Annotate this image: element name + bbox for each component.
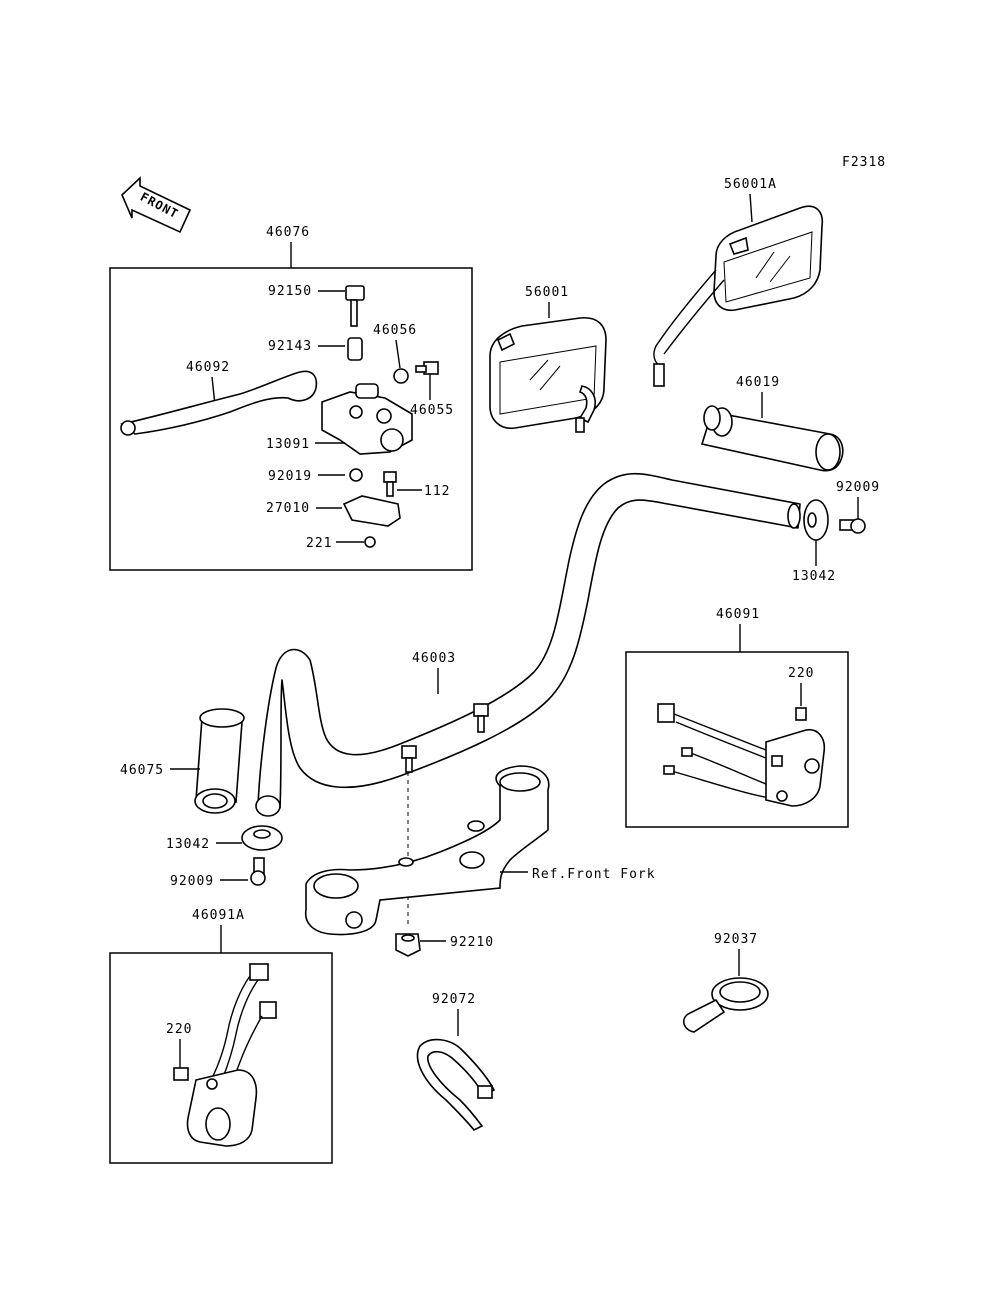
part-92210-label: 92210 — [450, 935, 494, 950]
clamp-band-92072 — [416, 1038, 496, 1132]
figure-id: F2318 — [842, 155, 886, 170]
part-46055-label: 46055 — [410, 403, 454, 418]
part-46091-label: 46091 — [716, 607, 760, 622]
part-46003-label: 46003 — [412, 651, 456, 666]
upper-fork-bracket — [304, 765, 550, 936]
part-46056-label: 46056 — [373, 323, 417, 338]
front-arrow-icon: FRONT — [121, 176, 192, 234]
screw-221 — [364, 536, 376, 548]
bolt-92150 — [345, 285, 365, 327]
clutch-lever-46092 — [120, 370, 318, 435]
cable-clamp-92037 — [682, 977, 769, 1033]
part-92019-label: 92019 — [268, 469, 312, 484]
mirror-56001A — [653, 205, 824, 387]
nut-92019 — [349, 468, 363, 482]
part-92009b-label: 92009 — [170, 874, 214, 889]
nut-92210 — [395, 933, 421, 957]
weight-13042-right — [803, 499, 829, 541]
part-13091-label: 13091 — [266, 437, 310, 452]
throttle-grip-46019 — [700, 405, 844, 472]
screw-112 — [383, 471, 397, 497]
ref-front-fork-label: Ref.Front Fork — [532, 867, 656, 882]
part-92143-label: 92143 — [268, 339, 312, 354]
part-46075-label: 46075 — [120, 763, 164, 778]
part-220a-label: 220 — [788, 666, 814, 681]
lever-assembly-box — [109, 267, 473, 571]
part-221-label: 221 — [306, 536, 332, 551]
part-46019-label: 46019 — [736, 375, 780, 390]
part-46091A-label: 46091A — [192, 908, 245, 923]
part-13042b-label: 13042 — [166, 837, 210, 852]
part-92037-label: 92037 — [714, 932, 758, 947]
left-handlebar-switch — [173, 963, 277, 1147]
part-92072-label: 92072 — [432, 992, 476, 1007]
part-112-label: 112 — [424, 484, 450, 499]
bolt-92009-left — [250, 857, 266, 886]
weight-13042-left — [241, 825, 283, 851]
part-27010-label: 27010 — [266, 501, 310, 516]
collar-92143 — [347, 337, 363, 361]
left-switch-box — [109, 952, 333, 1164]
right-switch-box — [625, 651, 849, 828]
washer-46056 — [393, 368, 409, 384]
mirror-56001 — [489, 316, 607, 433]
right-handlebar-switch — [657, 703, 826, 807]
switch-27010 — [342, 495, 401, 527]
part-92009a-label: 92009 — [836, 480, 880, 495]
part-13042a-label: 13042 — [792, 569, 836, 584]
part-92150-label: 92150 — [268, 284, 312, 299]
part-46092-label: 46092 — [186, 360, 230, 375]
lever-holder-13091 — [321, 383, 413, 455]
grip-46075 — [194, 708, 245, 814]
part-220b-label: 220 — [166, 1022, 192, 1037]
screw-46055 — [415, 361, 439, 375]
part-56001-label: 56001 — [525, 285, 569, 300]
handlebar-46003 — [255, 472, 801, 817]
bolt-92009-right — [839, 518, 866, 534]
part-56001A-label: 56001A — [724, 177, 777, 192]
part-46076-label: 46076 — [266, 225, 310, 240]
